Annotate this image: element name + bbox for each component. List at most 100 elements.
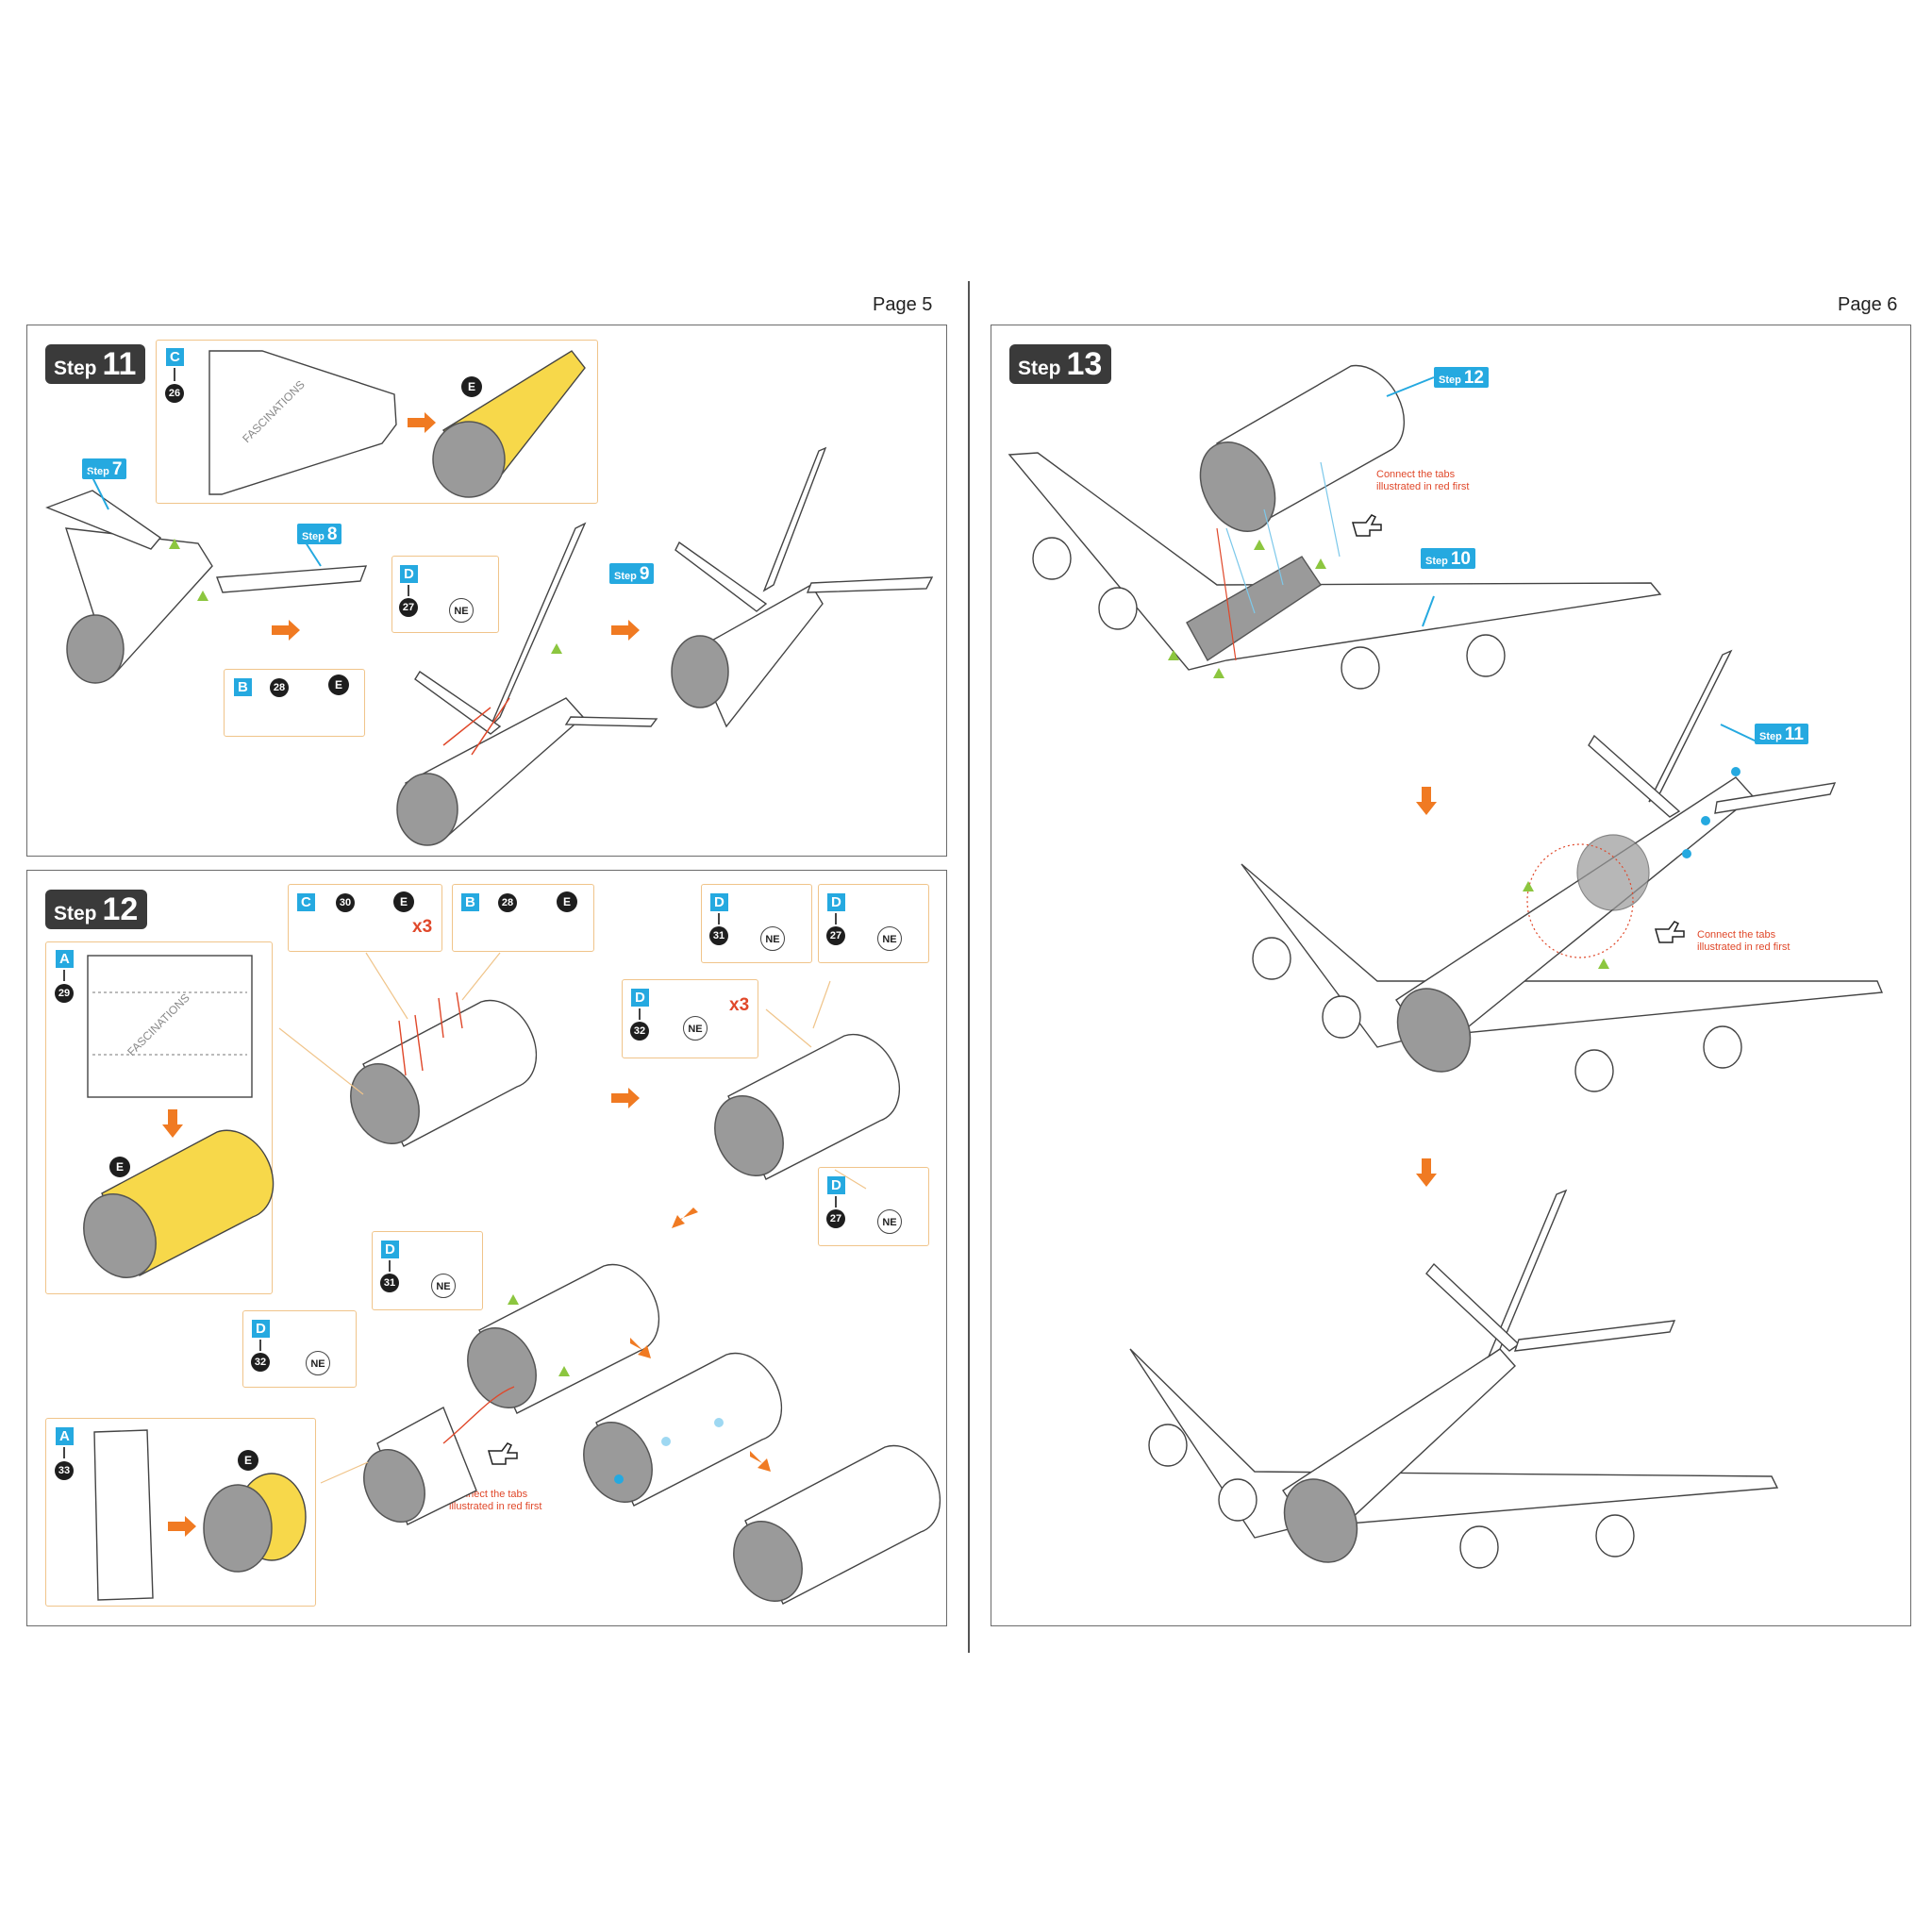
pointing-hand-icon — [488, 1442, 518, 1465]
marker-e: E — [557, 891, 577, 912]
sheet-label-a: A — [56, 950, 74, 968]
triangle-marker — [508, 1294, 519, 1305]
step-word: Step — [54, 358, 97, 379]
page-number-left: Page 5 — [873, 294, 933, 315]
part-number-32: 32 — [630, 1022, 649, 1041]
part-box-d32-left: D 32 NE — [242, 1310, 357, 1388]
right-arrow-icon — [611, 620, 640, 641]
connector-line — [718, 913, 720, 924]
part-box-d32: D 32 NE x3 — [622, 979, 758, 1058]
connector-line — [639, 1008, 641, 1020]
right-arrow-icon — [408, 412, 436, 433]
part-box-d27-lower: D 27 NE — [818, 1167, 929, 1246]
step-11-label: Step 11 — [45, 344, 146, 384]
part-number-30: 30 — [336, 893, 355, 912]
down-left-arrow-icon — [672, 1208, 698, 1228]
quantity-x3: x3 — [729, 995, 750, 1015]
page-divider — [968, 281, 970, 1653]
down-arrow-icon — [1416, 787, 1437, 815]
right-arrow-icon — [611, 1088, 640, 1108]
step-number: 11 — [102, 346, 137, 382]
part-number-28: 28 — [498, 893, 517, 912]
step-12-label: Step 12 — [45, 890, 148, 929]
sheet-label-a: A — [56, 1427, 74, 1445]
pointing-hand-icon — [1655, 921, 1685, 943]
part-number-27: 27 — [399, 598, 418, 617]
down-right-arrow-icon — [750, 1451, 771, 1472]
marker-ne: NE — [683, 1016, 708, 1041]
part-number-27: 27 — [826, 1209, 845, 1228]
page-number-right: Page 6 — [1838, 294, 1898, 315]
quantity-x3: x3 — [412, 917, 433, 937]
connector-line — [835, 913, 837, 924]
step-12-illustrations: FASCINATIONS — [83, 952, 941, 1605]
down-right-arrow-icon — [630, 1338, 651, 1358]
part-box-b28: B 28 E — [224, 669, 365, 737]
sheet-label-c: C — [166, 348, 184, 366]
step-13-illustrations — [1008, 364, 1884, 1569]
step-11-illustrations: FASCINATIONS — [45, 350, 934, 846]
triangle-marker — [1254, 540, 1265, 550]
triangle-marker — [1213, 668, 1224, 678]
connector-line — [835, 1196, 837, 1208]
part-box-d27: D 27 NE — [391, 556, 499, 633]
part-number-31: 31 — [709, 926, 728, 945]
sheet-label-d: D — [710, 893, 728, 911]
marker-e: E — [328, 675, 349, 695]
connector-line — [408, 585, 409, 596]
sheet-label-d: D — [381, 1241, 399, 1258]
marker-ne: NE — [877, 926, 902, 951]
down-arrow-icon — [1416, 1158, 1437, 1187]
connector-line — [63, 1447, 65, 1458]
right-arrow-icon — [272, 620, 300, 641]
sheet-label-d: D — [827, 893, 845, 911]
marker-ne: NE — [760, 926, 785, 951]
sheet-label-c: C — [297, 893, 315, 911]
right-arrow-icon — [168, 1516, 196, 1537]
sheet-label-d: D — [252, 1320, 270, 1338]
step-13-label: Step 13 — [1009, 344, 1112, 384]
connector-line — [63, 970, 65, 981]
connector-line — [259, 1340, 261, 1351]
triangle-marker — [551, 643, 562, 654]
sheet-label-d: D — [827, 1176, 845, 1194]
part-number-29: 29 — [55, 984, 74, 1003]
note-connect-tabs-middle: Connect the tabs illustrated in red firs… — [1697, 929, 1790, 953]
sheet-label-b: B — [461, 893, 479, 911]
sheet-label-d: D — [631, 989, 649, 1007]
part-number-27: 27 — [826, 926, 845, 945]
marker-ne: NE — [877, 1209, 902, 1234]
part-number-28: 28 — [270, 678, 289, 697]
part-box-b28: B 28 E — [452, 884, 594, 952]
marker-e: E — [109, 1157, 130, 1177]
marker-e: E — [393, 891, 414, 912]
down-arrow-icon — [162, 1109, 183, 1138]
pointing-hand-icon — [1352, 514, 1382, 537]
part-box-d31: D 31 NE — [701, 884, 812, 963]
sheet-label-b: B — [234, 678, 252, 696]
marker-e: E — [461, 376, 482, 397]
triangle-marker — [197, 591, 208, 601]
part-number-26: 26 — [165, 384, 184, 403]
part-number-32: 32 — [251, 1353, 270, 1372]
part-number-33: 33 — [55, 1461, 74, 1480]
triangle-marker — [1315, 558, 1326, 569]
triangle-marker — [1523, 881, 1534, 891]
part-box-c30: C 30 E x3 — [288, 884, 442, 952]
marker-ne: NE — [449, 598, 474, 623]
note-connect-tabs-top: Connect the tabs illustrated in red firs… — [1376, 469, 1470, 492]
part-box-d31-middle: D 31 NE — [372, 1231, 483, 1310]
note-connect-tabs: Connect the tabs illustrated in red firs… — [449, 1489, 542, 1512]
marker-ne: NE — [306, 1351, 330, 1375]
marker-ne: NE — [431, 1274, 456, 1298]
connector-line — [174, 368, 175, 381]
triangle-marker — [1598, 958, 1609, 969]
